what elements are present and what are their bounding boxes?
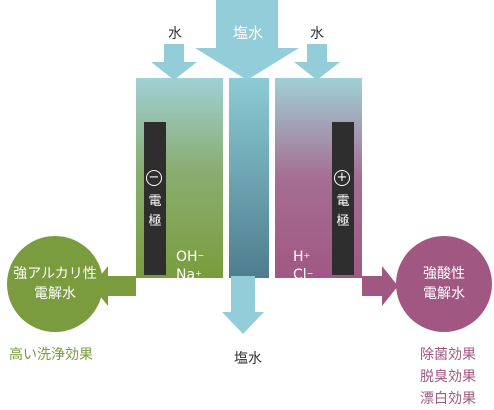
cathode-electrode	[144, 122, 166, 275]
alkaline-effect: 高い洗浄効果	[9, 347, 93, 363]
hydroxide-ion: OH−	[176, 248, 204, 266]
water-inflow-arrow-right	[294, 44, 340, 80]
ion-symbol: Cl	[293, 267, 307, 283]
acid-effects: 除菌効果 脱臭効果 漂白効果	[420, 344, 476, 410]
plus-sign-icon: +	[334, 170, 350, 186]
alkaline-water-label: 強アルカリ性 電解水	[7, 264, 103, 304]
acid-outlet-arrow	[362, 266, 398, 306]
chloride-ion: Cl−	[293, 266, 313, 284]
brine-output-label: 塩水	[234, 351, 262, 367]
alkaline-label-line1: 強アルカリ性	[13, 266, 97, 282]
water-input-label-right: 水	[310, 26, 324, 42]
acid-effect-2: 脱臭効果	[420, 369, 476, 385]
acid-label-line2: 電解水	[423, 286, 465, 302]
ion-charge: −	[306, 269, 314, 278]
anode-label-2: 極	[336, 214, 350, 229]
water-inflow-arrow-left	[151, 44, 197, 80]
water-input-label-left: 水	[168, 26, 182, 42]
acid-label-line1: 強酸性	[423, 266, 465, 282]
center-brine-channel	[229, 78, 269, 278]
brine-outlet-arrow	[222, 276, 264, 334]
ion-symbol: OH	[176, 249, 198, 265]
cathode-label-1: 電	[148, 194, 162, 209]
alkaline-water-circle	[7, 236, 103, 332]
anode-electrode	[332, 122, 354, 275]
ion-charge: −	[197, 251, 205, 260]
ion-charge: +	[195, 269, 202, 278]
cathode-label-2: 極	[148, 214, 162, 229]
ion-symbol: H	[293, 249, 304, 265]
acid-effect-1: 除菌効果	[420, 347, 476, 363]
sodium-ion: Na+	[176, 266, 202, 284]
alkaline-label-line2: 電解水	[34, 286, 76, 302]
ion-symbol: Na	[176, 267, 196, 283]
acid-water-label: 強酸性 電解水	[396, 264, 492, 304]
acid-water-circle	[396, 236, 492, 332]
ion-charge: +	[303, 251, 311, 260]
acid-effect-3: 漂白効果	[420, 391, 476, 407]
minus-sign-icon: −	[146, 170, 162, 186]
brine-inflow-arrow	[195, 0, 299, 80]
alkaline-outlet-arrow	[92, 266, 136, 306]
brine-input-label: 塩水	[233, 24, 264, 42]
hydrogen-ion: H+	[293, 248, 310, 266]
anode-label-1: 電	[336, 194, 350, 209]
